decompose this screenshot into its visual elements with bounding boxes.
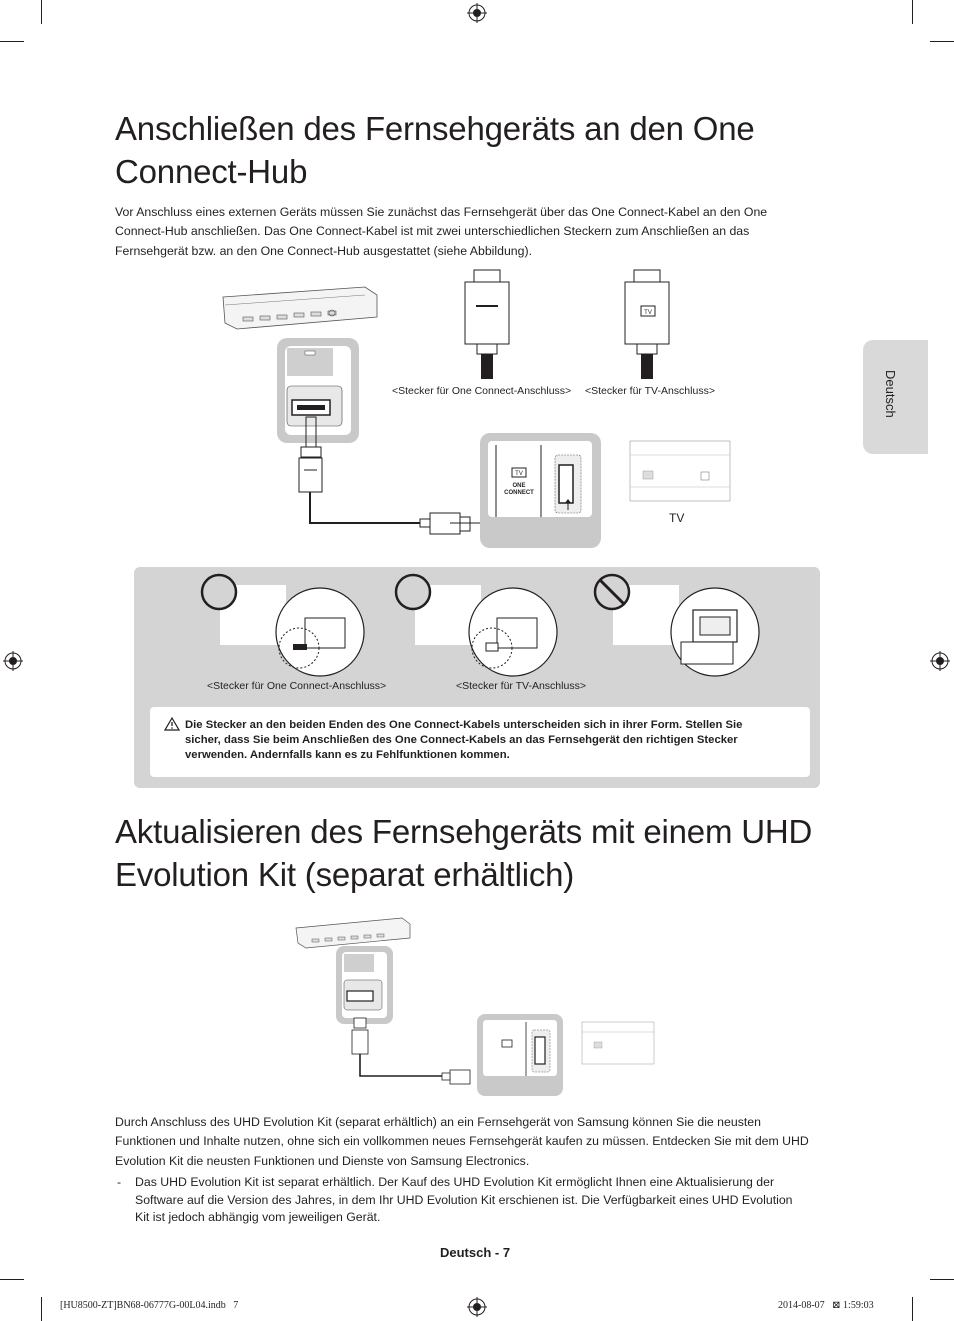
print-timestamp: 2014-08-07 ⊠ 1:59:03: [778, 1300, 874, 1311]
text-line: Die Stecker an den beiden Enden des One …: [185, 719, 743, 731]
bullet-text: Das UHD Evolution Kit ist separat erhält…: [135, 1174, 835, 1227]
tv-label: TV: [669, 511, 685, 525]
text-line: Funktionen und Inhalte nutzen, ohne sich…: [115, 1134, 809, 1149]
title-line: Aktualisieren des Fernsehgeräts mit eine…: [115, 813, 813, 850]
connection-diagram: TV TV ONE CONNECT: [222, 269, 731, 548]
intro-paragraph: Vor Anschluss eines externen Geräts müss…: [115, 203, 840, 261]
title-line: Connect-Hub: [115, 153, 308, 190]
registration-mark-icon: [467, 1297, 487, 1317]
incorrect-orientation: [593, 573, 760, 677]
title-line: Anschließen des Fernsehgeräts an den One: [115, 110, 755, 147]
file-info: [HU8500-ZT]BN68-06777G-00L04.indb 7: [60, 1300, 239, 1311]
title-line: Evolution Kit (separat erhältlich): [115, 856, 575, 893]
text-line: Evolution Kit die neusten Funktionen und…: [115, 1153, 530, 1168]
correct-orientation-one-connect: [200, 573, 365, 677]
warning-note: Die Stecker an den beiden Enden des One …: [150, 707, 810, 777]
text-line: Connect-Hub anschließen. Das One Connect…: [115, 224, 750, 239]
page-number: Deutsch - 7: [440, 1245, 511, 1260]
text-line: sicher, dass Sie beim Anschließen des On…: [185, 734, 738, 746]
crop-mark: [0, 1279, 24, 1280]
crop-mark: [930, 41, 954, 42]
crop-mark: [0, 41, 24, 42]
text-line: Das UHD Evolution Kit ist separat erhält…: [135, 1175, 775, 1189]
one-connect-hub-illustration: [222, 286, 378, 330]
crop-mark: [41, 0, 42, 24]
text-line: Vor Anschluss eines externen Geräts müss…: [115, 205, 768, 219]
svg-text:TV: TV: [515, 471, 523, 477]
correct-orientation-tv: [394, 573, 558, 677]
plug-tv-badge: TV: [644, 310, 652, 316]
section-title-connect-hub: Anschließen des Fernsehgeräts an den One…: [115, 107, 855, 193]
text-line: verwenden. Andernfalls kann es zu Fehlfu…: [185, 749, 510, 761]
warning-icon: [164, 717, 180, 731]
caption-one-connect-plug: <Stecker für One Connect-Anschluss>: [392, 385, 572, 397]
evolution-kit-paragraph: Durch Anschluss des UHD Evolution Kit (s…: [115, 1113, 840, 1171]
plug-orientation-illustrations: [200, 573, 760, 677]
text-line: Software auf die Version des Jahres, in …: [135, 1192, 793, 1207]
warning-text: Die Stecker an den beiden Enden des One …: [185, 718, 790, 763]
evolution-kit-diagram: [295, 917, 655, 1096]
panel-caption-one-connect: <Stecker für One Connect-Anschluss>: [207, 680, 387, 692]
text-line: Kit ist jedoch abhängig vom jeweiligen G…: [135, 1210, 381, 1224]
crop-mark: [930, 1279, 954, 1280]
text-line: Fernsehgerät bzw. an den One Connect-Hub…: [115, 243, 532, 258]
section-title-evolution-kit: Aktualisieren des Fernsehgeräts mit eine…: [115, 810, 855, 896]
bullet-dash: -: [117, 1175, 122, 1189]
crop-mark: [912, 0, 913, 24]
tv-plug-illustration: TV: [624, 269, 670, 379]
crop-mark: [912, 1297, 913, 1321]
registration-mark-icon: [930, 651, 950, 671]
panel-caption-tv: <Stecker für TV-Anschluss>: [456, 680, 586, 692]
caption-tv-plug: <Stecker für TV-Anschluss>: [585, 385, 715, 397]
text-line: Durch Anschluss des UHD Evolution Kit (s…: [115, 1115, 761, 1129]
one-connect-plug-illustration: [464, 269, 510, 379]
registration-mark-icon: [467, 3, 487, 23]
crop-mark: [41, 1297, 42, 1321]
language-tab: Deutsch: [863, 340, 928, 454]
language-tab-label: Deutsch: [883, 370, 898, 418]
registration-mark-icon: [3, 651, 23, 671]
port-connect-label: CONNECT: [504, 490, 534, 496]
port-one-label: ONE: [512, 483, 525, 489]
